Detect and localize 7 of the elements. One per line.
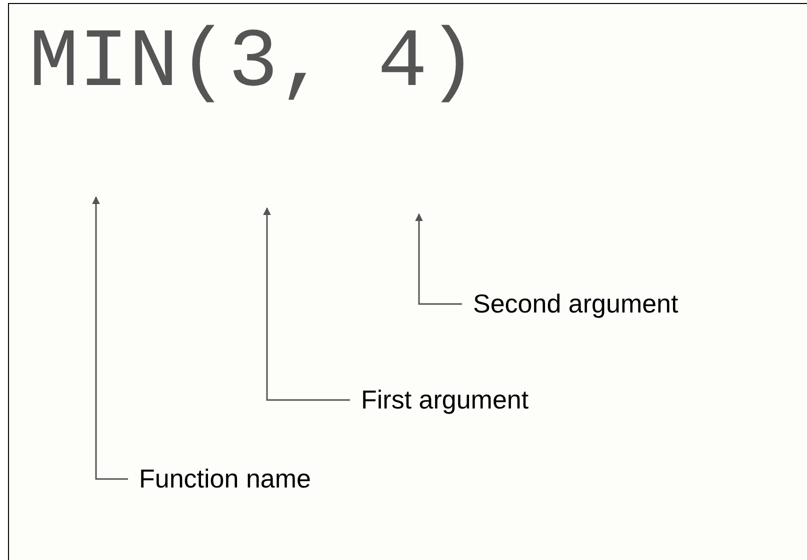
annotation-label: First argument bbox=[361, 386, 529, 414]
function-call-text: MIN(3, 4) bbox=[29, 22, 478, 105]
annotation-label: Function name bbox=[139, 464, 311, 494]
leader-arrow bbox=[415, 213, 462, 305]
leader-arrow bbox=[263, 207, 350, 401]
leader-arrow bbox=[92, 196, 128, 480]
annotation-label: Second argument bbox=[473, 290, 678, 318]
